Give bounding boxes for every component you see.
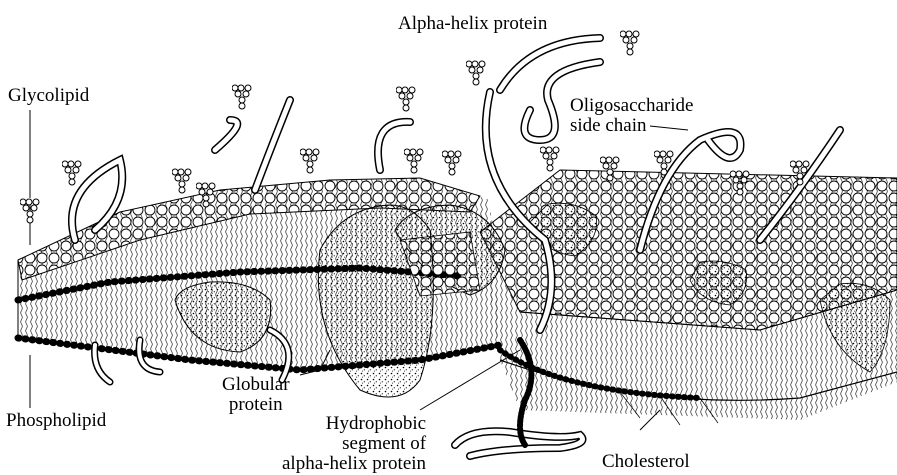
- label-oligosaccharide-line1: Oligosaccharide: [570, 96, 693, 116]
- label-oligosaccharide-side-chain: Oligosaccharide side chain: [570, 96, 693, 136]
- label-cholesterol: Cholesterol: [602, 452, 690, 472]
- label-alpha-helix-protein: Alpha-helix protein: [398, 14, 547, 34]
- label-hydrophobic-line2: segment of: [282, 434, 426, 454]
- label-phospholipid: Phospholipid: [6, 411, 106, 431]
- label-globular-line2: protein: [222, 395, 290, 415]
- label-globular-line1: Globular: [222, 375, 290, 395]
- label-hydrophobic-segment: Hydrophobic segment of alpha-helix prote…: [282, 414, 426, 474]
- label-hydrophobic-line3: alpha-helix protein: [282, 454, 426, 474]
- label-glycolipid: Glycolipid: [8, 86, 89, 106]
- label-oligosaccharide-line2: side chain: [570, 116, 693, 136]
- label-hydrophobic-line1: Hydrophobic: [282, 414, 426, 434]
- label-globular-protein: Globular protein: [222, 375, 290, 415]
